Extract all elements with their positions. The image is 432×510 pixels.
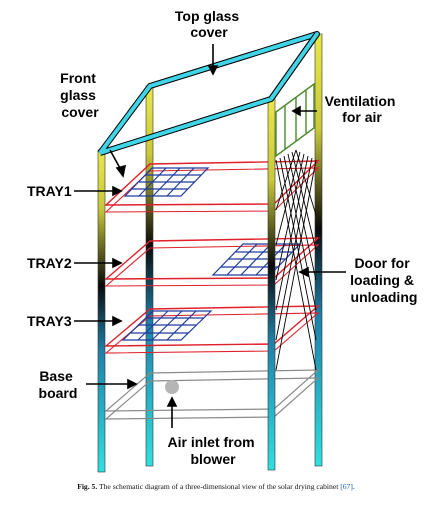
tray-1 (104, 160, 320, 213)
air-inlet-circle (165, 380, 179, 394)
back-left-post (145, 85, 154, 467)
label-front-glass-cover: Front glass cover (60, 70, 100, 120)
caption-prefix: Fig. 5. (77, 482, 98, 491)
caption-reference-link[interactable]: [67] (340, 482, 353, 491)
label-ventilation: Ventilation for air (325, 93, 400, 125)
caption-suffix: . (352, 482, 355, 491)
tray-3 (104, 305, 320, 354)
tray-1-grid (123, 167, 210, 197)
front-left-post (97, 149, 106, 473)
label-tray2: TRAY2 (27, 255, 72, 271)
front-right-post (267, 97, 276, 471)
label-tray3: TRAY3 (27, 313, 72, 329)
ventilation (275, 82, 315, 158)
figure-caption: Fig. 5. The schematic diagram of a three… (0, 482, 432, 491)
arrows (74, 44, 346, 428)
label-top-glass-cover: Top glass cover (175, 8, 243, 40)
caption-text: The schematic diagram of a three-dimensi… (97, 482, 341, 491)
back-right-post (314, 33, 323, 467)
label-tray1: TRAY1 (27, 183, 72, 199)
base-board (104, 369, 320, 420)
label-door: Door for loading & unloading (350, 255, 418, 305)
door (275, 149, 317, 371)
label-air-inlet: Air inlet from blower (167, 434, 258, 467)
label-base-board: Base board (39, 368, 78, 401)
top-glass-cover (97, 31, 320, 156)
tray-3-grid (121, 310, 213, 341)
